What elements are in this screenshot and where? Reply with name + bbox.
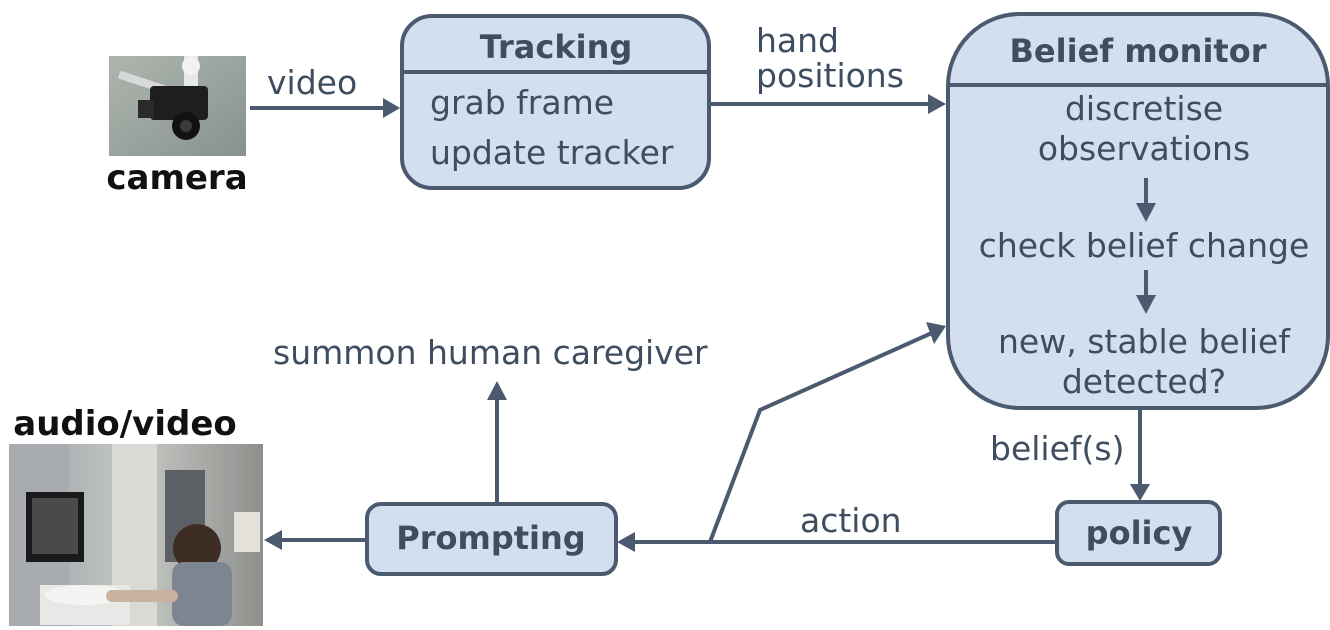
belief-monitor-box: Belief monitor discretise observations c… bbox=[946, 12, 1330, 410]
tracking-box: Tracking grab frame update tracker bbox=[400, 14, 711, 190]
summon-label: summon human caregiver bbox=[273, 333, 708, 372]
belief-monitor-title: Belief monitor bbox=[1010, 32, 1267, 70]
video-label: video bbox=[267, 63, 357, 102]
action-arrow: action bbox=[617, 501, 1057, 552]
belief-step: new, stable belief bbox=[998, 322, 1291, 361]
summon-arrow: summon human caregiver bbox=[273, 333, 708, 504]
prompting-title: Prompting bbox=[396, 519, 585, 557]
tracking-step: grab frame bbox=[430, 83, 614, 122]
prompting-box: Prompting bbox=[365, 502, 618, 576]
camera-photo bbox=[109, 56, 246, 156]
positions-label: positions bbox=[756, 56, 904, 95]
audio-video-label: audio/video bbox=[13, 404, 237, 444]
belief-step: observations bbox=[1038, 129, 1250, 168]
beliefs-arrow: belief(s) bbox=[990, 408, 1150, 501]
video-arrow: video bbox=[250, 63, 400, 118]
down-arrow-icon bbox=[1136, 203, 1156, 222]
belief-step: check belief change bbox=[979, 226, 1310, 265]
audio-video-arrow bbox=[264, 530, 367, 550]
audio-video-photo bbox=[9, 444, 263, 626]
tracking-step: update tracker bbox=[430, 133, 674, 172]
camera-label: camera bbox=[106, 158, 247, 198]
policy-box: policy bbox=[1055, 500, 1222, 566]
hand-positions-arrow: hand positions bbox=[710, 21, 946, 114]
belief-step: detected? bbox=[1062, 362, 1226, 401]
feedback-arrow bbox=[708, 322, 946, 543]
beliefs-label: belief(s) bbox=[990, 429, 1124, 468]
down-arrow-icon bbox=[1136, 295, 1156, 314]
hand-label: hand bbox=[756, 21, 839, 60]
tracking-title: Tracking bbox=[480, 28, 633, 66]
belief-step: discretise bbox=[1065, 89, 1223, 128]
action-label: action bbox=[800, 501, 902, 540]
policy-title: policy bbox=[1086, 514, 1193, 552]
